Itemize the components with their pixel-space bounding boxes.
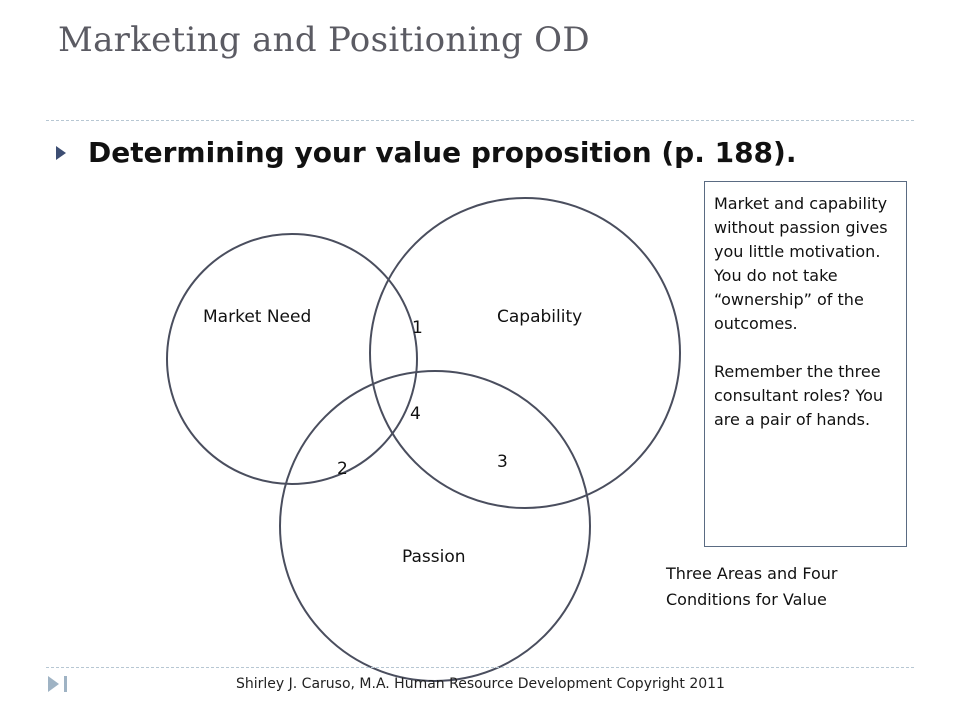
footer-text: Shirley J. Caruso, M.A. Human Resource D… <box>236 676 725 692</box>
diagram-caption: Three Areas and Four Conditions for Valu… <box>666 564 838 609</box>
passion-label: Passion <box>402 547 466 567</box>
capability-circle <box>369 197 681 509</box>
note-box: Market and capability without passion gi… <box>704 181 907 547</box>
bottom-divider <box>46 667 914 668</box>
region-label-1: 1 <box>412 318 423 338</box>
region-label-3: 3 <box>497 452 508 472</box>
note-paragraph-1: Market and capability without passion gi… <box>714 194 888 333</box>
region-label-2: 2 <box>337 459 348 479</box>
triangle-right-bar-icon <box>48 676 59 692</box>
capability-label: Capability <box>497 307 582 327</box>
note-paragraph-2: Remember the three consultant roles? You… <box>714 362 884 429</box>
bullet-text: Determining your value proposition (p. 1… <box>88 136 797 169</box>
region-label-4: 4 <box>410 404 421 424</box>
passion-circle <box>279 370 591 682</box>
triangle-right-icon <box>56 145 66 160</box>
slide-title: Marketing and Positioning OD <box>58 20 590 60</box>
market-need-circle <box>166 233 418 485</box>
footer-bar-icon <box>64 676 67 692</box>
bullet-point: Determining your value proposition (p. 1… <box>56 136 796 169</box>
market-need-label: Market Need <box>203 307 311 327</box>
top-divider <box>46 120 914 121</box>
